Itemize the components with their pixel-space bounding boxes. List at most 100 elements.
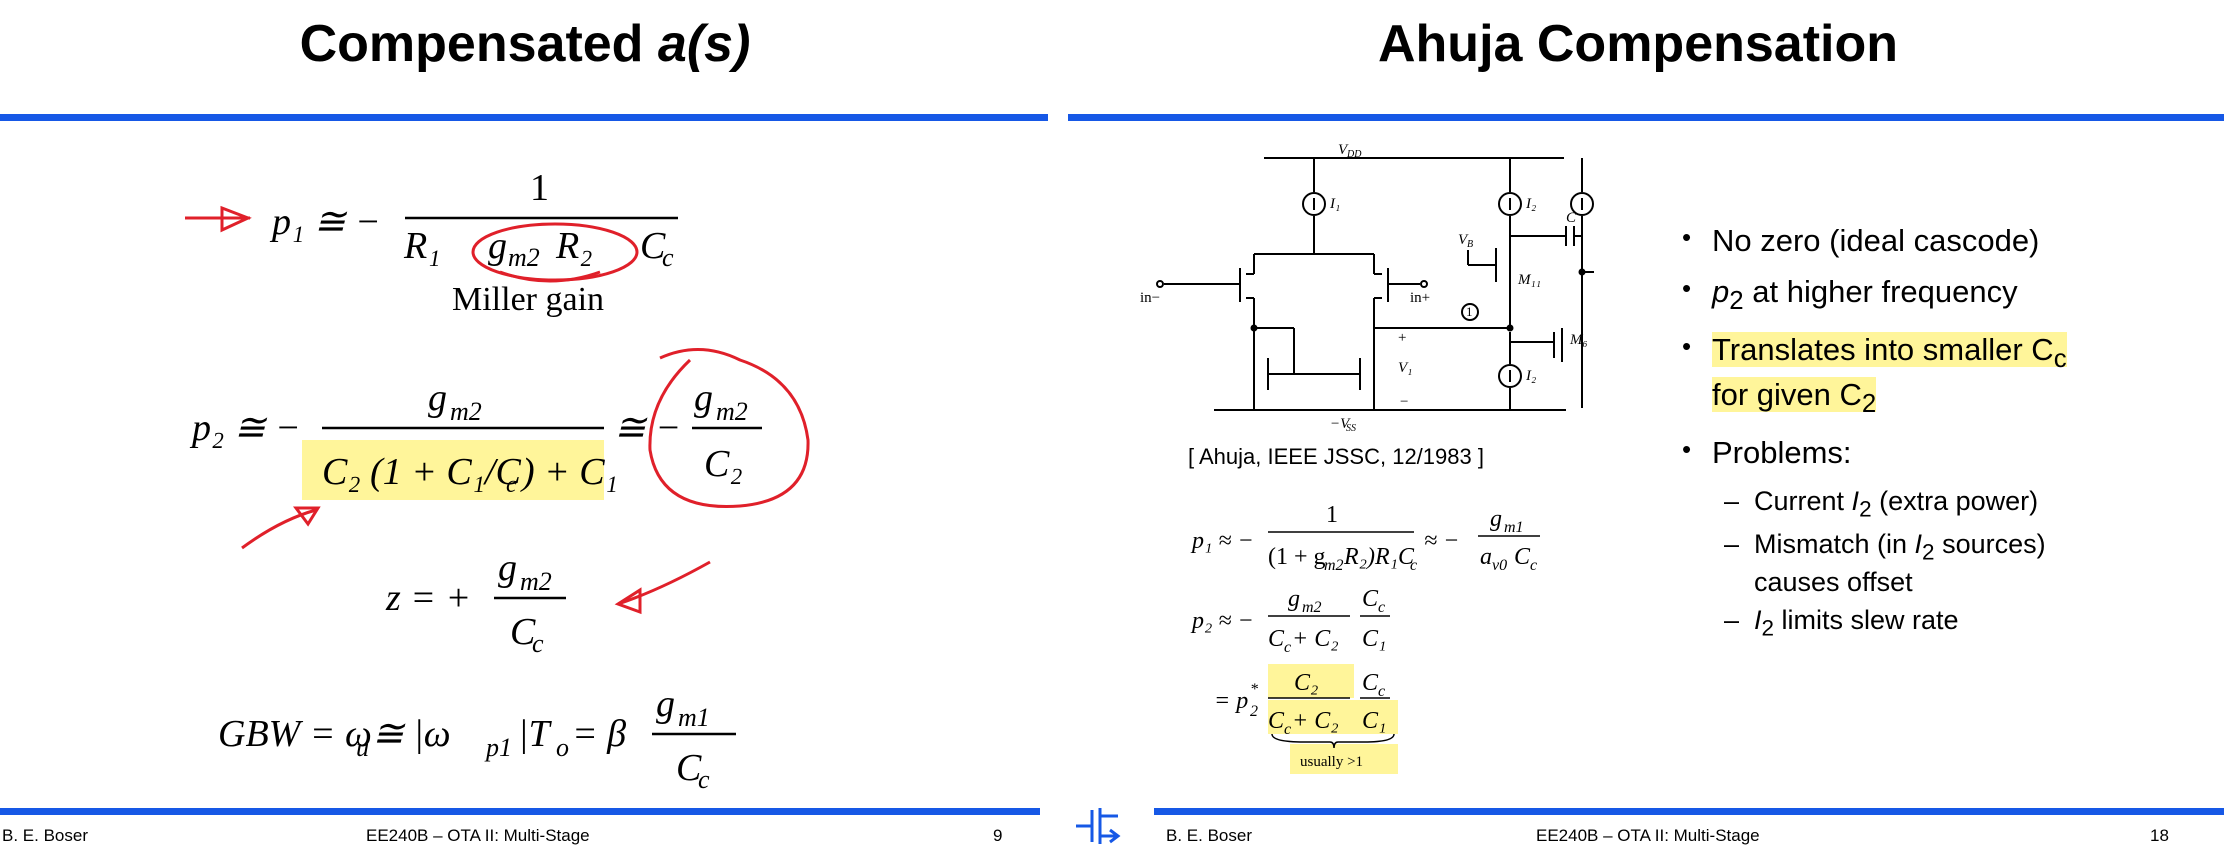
eq-p2: p₂ ≅ − g m2 C₂ (1 + C₁/C c ) + C₁ ≅ − g … <box>189 377 762 500</box>
svg-text:p₂ ≈ −: p₂ ≈ − <box>1190 608 1254 634</box>
svg-text:*: * <box>1250 681 1258 698</box>
eq-p1-r1: R₁ <box>403 225 440 267</box>
arrow-z-annotation <box>617 560 711 606</box>
svg-text:= p: = p <box>1214 688 1248 714</box>
eq-z-lhs: z = + <box>385 577 471 619</box>
eq-gbw-mid2: |T <box>518 713 552 755</box>
svg-text:C: C <box>1362 586 1379 612</box>
svg-text:DD: DD <box>1346 149 1362 160</box>
eq-p1-r2: R₂ <box>555 225 592 267</box>
eq-z-num: g <box>498 547 517 589</box>
bullet-problems: Problems: <box>1682 434 2067 471</box>
label-vdd: V <box>1338 142 1349 158</box>
svg-text:R₂)R₁C: R₂)R₁C <box>1343 544 1415 570</box>
eq-z-densub: c <box>532 629 544 658</box>
subbullet-current: Current I2 (extra power) <box>1682 485 2067 522</box>
svg-text:p₁ ≈ −: p₁ ≈ − <box>1190 528 1254 554</box>
label-m11: M₁₁ <box>1517 272 1541 288</box>
title-rule-left <box>0 114 1048 121</box>
svg-text:C: C <box>1362 670 1379 696</box>
svg-text:g: g <box>1490 506 1502 532</box>
eq-p2-den: C₂ (1 + C₁/C <box>322 451 521 493</box>
highlight-p2-den <box>302 440 604 500</box>
footer-rule-left <box>0 808 1040 815</box>
eq-gbw-lhs: GBW = ω <box>218 713 372 755</box>
svg-text:v0: v0 <box>1492 557 1507 574</box>
svg-text:m1: m1 <box>1504 519 1524 536</box>
svg-text:C₁: C₁ <box>1362 708 1386 734</box>
eq-gbw: GBW = ω u ≅ |ω p1 |T o = β g m1 C c <box>218 683 736 794</box>
formula-p2: p₂ ≈ − g m2 C c + C₂ C c C₁ <box>1190 586 1390 656</box>
eq-p1: p₁ ≅ − 1 R₁ g m2 R₂ C c Miller gain <box>269 167 678 318</box>
node-1-marker <box>1461 303 1479 321</box>
label-vss: −V <box>1330 416 1351 432</box>
svg-text:B: B <box>1467 239 1473 250</box>
eq-p2-denend: ) + C₁ <box>520 451 618 493</box>
label-v1: V₁ <box>1398 360 1412 376</box>
footer-rule-right <box>1154 808 2224 815</box>
formula-p3: = p 2 * C₂ C c + C₂ C c C₁ usually >1 <box>1214 664 1398 774</box>
svg-text:c: c <box>1284 721 1291 738</box>
label-i1: I₁ <box>1329 196 1340 212</box>
citation: [ Ahuja, IEEE JSSC, 12/1983 ] <box>1188 444 1484 469</box>
miller-gain-label: Miller gain <box>452 281 604 318</box>
svg-text:+ C₂: + C₂ <box>1292 708 1339 734</box>
eq-p2-num: g <box>428 377 447 419</box>
bullet-list: No zero (ideal cascode) p2 at higher fre… <box>1682 222 2067 647</box>
bullet-p2: p2 at higher frequency <box>1682 273 2067 317</box>
transistor-logo-icon <box>1076 808 1121 844</box>
svg-text:≈ −: ≈ − <box>1424 528 1459 554</box>
highlight-usually <box>1290 744 1398 774</box>
subbullet-slew: I2 limits slew rate <box>1682 604 2067 641</box>
eq-gbw-mid3: = β <box>572 713 626 755</box>
label-c: C <box>1566 210 1577 226</box>
eq-p2-rden: C₂ <box>704 443 743 485</box>
eq-gbw-numsub: m1 <box>678 703 710 732</box>
subbullet-mismatch: Mismatch (in I2 sources)causes offset <box>1682 528 2067 598</box>
slide-right: Ahuja Compensation <box>1068 0 2224 867</box>
eq-gbw-mid: ≅ |ω <box>372 713 451 755</box>
svg-text:m2: m2 <box>1324 557 1344 574</box>
svg-text:c: c <box>1378 683 1385 700</box>
svg-text:+ C₂: + C₂ <box>1292 626 1339 652</box>
annotation-marks-p1 <box>185 205 639 283</box>
title-rule-right <box>1068 114 2224 121</box>
eq-p1-cc: C <box>640 225 666 267</box>
eq-gbw-lhssub: u <box>356 733 369 762</box>
svg-text:a: a <box>1480 544 1492 570</box>
annotation-marks-z <box>614 560 711 615</box>
eq-gbw-mid2sub: o <box>556 733 569 762</box>
svg-text:SS: SS <box>1346 423 1356 432</box>
label-node-1: 1 <box>1466 304 1473 319</box>
eq-z-numsub: m2 <box>520 567 552 596</box>
label-i2-bottom: I₂ <box>1525 368 1536 384</box>
eq-p1-gsub: m2 <box>508 243 540 272</box>
underbrace <box>1271 733 1395 749</box>
eq-z: z = + g m2 C c <box>385 547 566 658</box>
label-i2-top: I₂ <box>1525 196 1536 212</box>
bullet-translates: Translates into smaller Cc for given C2 <box>1682 331 2067 419</box>
svg-text:C₁: C₁ <box>1362 626 1386 652</box>
eq-p1-lhs: p₁ ≅ − <box>269 201 381 243</box>
svg-text:C: C <box>1268 626 1285 652</box>
title-italic: a(s) <box>657 15 751 73</box>
svg-text:c: c <box>1530 557 1537 574</box>
arrow-p2-annotation <box>241 508 317 550</box>
svg-text:C₂: C₂ <box>1294 670 1318 696</box>
highlight-p3-num <box>1268 664 1354 698</box>
label-in-plus: in+ <box>1410 290 1430 306</box>
diff-pair <box>1156 253 1428 328</box>
svg-text:1: 1 <box>1326 502 1338 528</box>
svg-text:m2: m2 <box>1302 599 1322 616</box>
footer-author-right: B. E. Boser <box>1166 826 1252 845</box>
svg-text:2: 2 <box>1250 703 1258 720</box>
eq-gbw-num: g <box>656 683 675 725</box>
svg-text:+: + <box>1398 330 1406 346</box>
eq-gbw-midsub: p1 <box>484 733 512 762</box>
bullet-no-zero: No zero (ideal cascode) <box>1682 222 2067 259</box>
eq-p2-densub: c <box>506 472 517 498</box>
current-mirror <box>1250 324 1375 410</box>
eq-gbw-den: C <box>676 747 702 789</box>
circuit-schematic: V DD −V SS I₁ I₂ I₃ I₂ C V B V o M₁₁ M₆ … <box>1140 142 1594 432</box>
eq-p1-g: g <box>488 225 507 267</box>
